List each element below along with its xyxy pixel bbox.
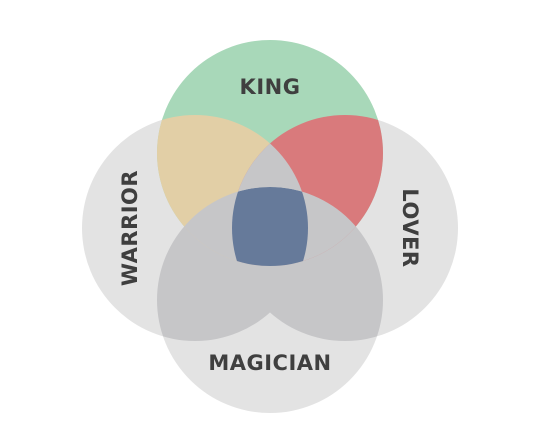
label-magician: MAGICIAN: [208, 351, 331, 375]
label-lover: LOVER: [398, 188, 422, 267]
overlap-king-lover-magician: [232, 187, 383, 266]
overlap-king-warrior-magician: [157, 187, 308, 266]
label-king: KING: [240, 75, 301, 99]
label-warrior: WARRIOR: [118, 170, 142, 286]
overlap-king-warrior-lover: [232, 115, 308, 266]
